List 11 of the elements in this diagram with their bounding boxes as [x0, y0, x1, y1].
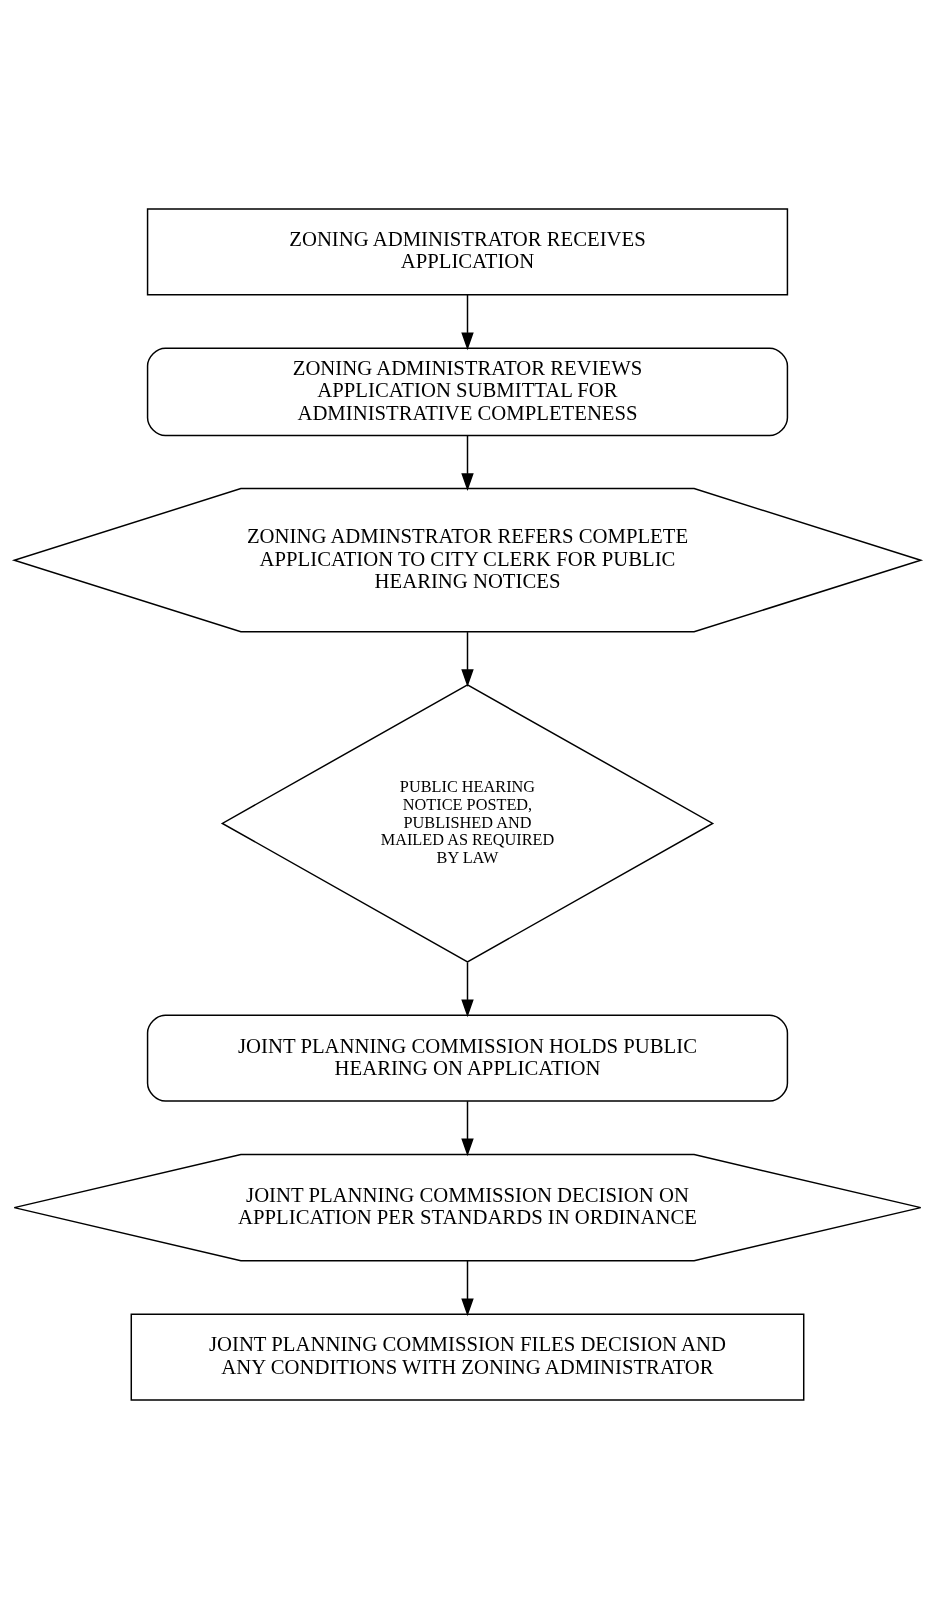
node-box: JOINT PLANNING COMMISSION FILES DECISION AND ANY CONDITIONS WITH ZONING ADMINISTRATOR: [130, 1312, 805, 1401]
arrow: [461, 1100, 474, 1156]
node-diamond: PUBLIC HEARING NOTICE POSTED, PUBLISHED AND MAILED AS REQUIRED BY LAW: [220, 683, 715, 963]
node-box: ZONING ADMINISTRATOR REVIEWS APPLICATION SUBMITTAL FOR ADMINISTRATIVE COMPLETENESS: [146, 346, 789, 436]
node-box: ZONING ADMINISTRATOR RECEIVES APPLICATION: [146, 207, 789, 296]
arrow: [461, 961, 474, 1017]
arrow: [461, 293, 474, 350]
arrow: [461, 434, 474, 491]
node-box: JOINT PLANNING COMMISSION HOLDS PUBLIC HEARING ON APPLICATION: [146, 1013, 789, 1102]
arrow: [461, 630, 474, 687]
arrow: [461, 1259, 474, 1316]
